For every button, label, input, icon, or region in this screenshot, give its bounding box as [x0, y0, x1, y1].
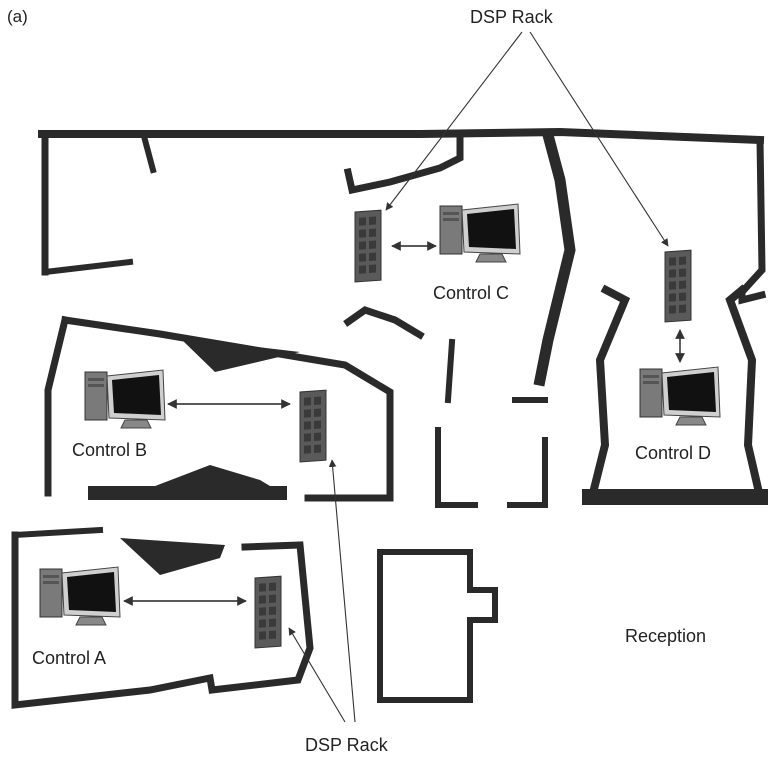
wedge-b-bottom: [150, 465, 280, 496]
wall-a-top: [11, 526, 104, 539]
dsp-rack-a: [254, 575, 282, 649]
wall-top: [38, 127, 765, 145]
callout-bottom-to-b: [328, 459, 356, 723]
wall-stub-2: [41, 258, 134, 276]
wall-stub-1: [141, 136, 157, 174]
control-d-label: Control D: [635, 443, 712, 463]
wall-reception: [377, 549, 498, 703]
dsp-rack-b: [299, 389, 327, 463]
computer-c: [439, 203, 521, 263]
computer-d: [639, 366, 721, 426]
wall-c-bottom: [343, 306, 425, 340]
wedge-b-top: [180, 338, 300, 372]
panel-label: (a): [7, 7, 28, 26]
computer-a: [39, 566, 121, 626]
control-c-label: Control C: [433, 283, 510, 303]
wall-corridor-thick: [533, 128, 576, 387]
control-b-label: Control B: [72, 440, 148, 460]
computer-b: [84, 369, 166, 429]
dsp-rack-label-top: DSP Rack: [470, 7, 553, 27]
wall-right-side: [738, 136, 767, 305]
wall-b-left: [44, 315, 70, 497]
callout-top-to-d: [529, 31, 669, 247]
wall-a-room: [11, 531, 314, 709]
reception-label: Reception: [625, 626, 707, 646]
callout-top-to-c: [385, 31, 523, 211]
wall-corridor-right: [507, 397, 548, 508]
control-a-label: Control A: [32, 648, 107, 668]
dsp-rack-c: [354, 209, 382, 283]
wedge-a-top: [120, 538, 225, 575]
dsp-rack-label-bottom: DSP Rack: [305, 735, 388, 755]
connections: [123, 241, 685, 606]
wall-b-top: [61, 316, 394, 502]
callouts: [288, 31, 669, 723]
wall-c-top: [343, 134, 464, 195]
wall-corridor-left: [444, 338, 456, 404]
dsp-rack-d: [664, 249, 692, 323]
wall-wedges: [120, 338, 300, 575]
callout-bottom-to-a: [288, 627, 346, 723]
wall-corridor-mid: [435, 427, 478, 508]
